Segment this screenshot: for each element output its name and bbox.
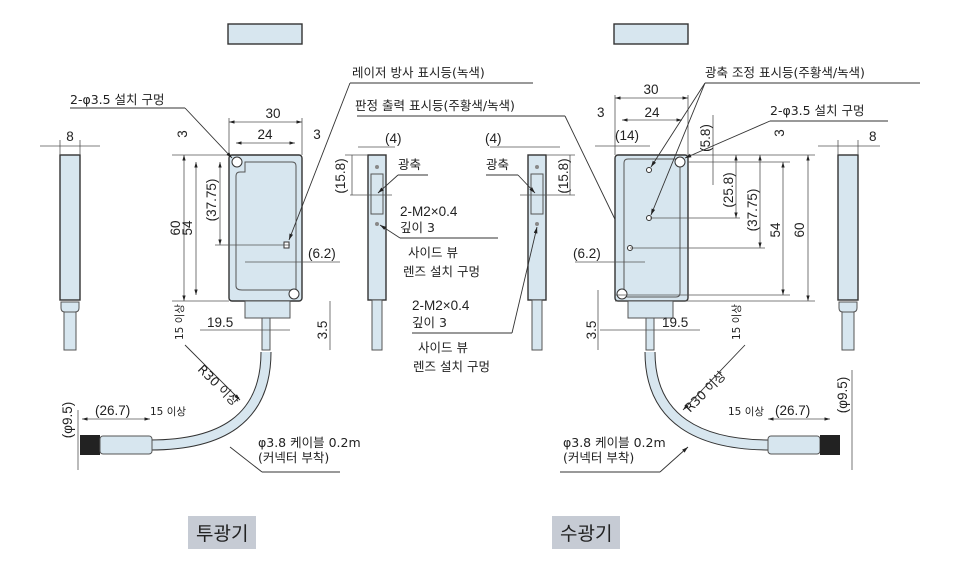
emitter-cable-straight: 15 이상 xyxy=(174,304,186,340)
emitter-axis-height: (37.75) xyxy=(204,179,219,222)
receiver-indicator-top: (5.8) xyxy=(698,124,713,152)
receiver-width-inner: 24 xyxy=(644,105,660,120)
receiver-front-view: 30 24 3 (14) (5.8) (25.8) (37.75) 54 60 … xyxy=(573,82,815,351)
laser-indicator-label: 레이저 방사 표시등(녹색) xyxy=(352,65,485,80)
emitter-callouts: 2-φ3.5 설치 구멍 레이저 방사 표시등(녹색) 판정 출력 표시등(주황… xyxy=(70,65,565,241)
emitter-connector-straight: 15 이상 xyxy=(150,406,186,418)
receiver-side-axis-offset: (4) xyxy=(485,131,502,146)
receiver-width-total: 30 xyxy=(643,82,658,97)
emitter-side-axis-height: (15.8) xyxy=(333,158,348,193)
emitter-connector-diameter: (φ9.5) xyxy=(60,402,75,439)
receiver-indicator-x: (14) xyxy=(615,128,639,143)
receiver-cable-offset: 19.5 xyxy=(662,315,688,330)
emitter-margin-top: 3 xyxy=(175,130,190,138)
emitter-top-view xyxy=(227,23,303,45)
emitter-thickness-dim: 8 xyxy=(66,129,74,144)
output-indicator-label: 판정 출력 표시등(주황색/녹색) xyxy=(355,98,515,113)
emitter-screw-depth: 깊이 3 xyxy=(400,220,435,235)
receiver-screw-spec: 2-M2×0.4 xyxy=(412,298,470,313)
emitter-cable-step: 3.5 xyxy=(315,321,330,340)
receiver-thickness-dim: 8 xyxy=(869,129,877,144)
receiver-margin-left: 3 xyxy=(597,105,605,120)
receiver-axis-height: (37.75) xyxy=(745,189,760,232)
emitter-width-total: 30 xyxy=(265,106,280,121)
emitter-cable-offset: 19.5 xyxy=(207,315,233,330)
emitter-bend-radius: R30 이상 xyxy=(195,362,242,409)
receiver-side-axis-height: (15.8) xyxy=(556,158,571,193)
receiver-top-view xyxy=(613,23,689,45)
receiver-mount-hole-label: 2-φ3.5 설치 구멍 xyxy=(770,103,865,118)
receiver-cable-connector-note: (커넥터 부착) xyxy=(563,450,634,465)
emitter-side-axis-offset: (4) xyxy=(385,131,402,146)
emitter-side-note-line1: 사이드 뷰 xyxy=(408,245,458,260)
receiver-height-total: 60 xyxy=(792,222,807,237)
emitter-optical-axis: 광축 xyxy=(398,157,421,172)
emitter-mount-hole-label: 2-φ3.5 설치 구멍 xyxy=(70,92,165,107)
emitter-screw-spec: 2-M2×0.4 xyxy=(400,204,458,219)
receiver-side-note-line2: 렌즈 설치 구멍 xyxy=(413,359,490,374)
receiver-screw-depth: 깊이 3 xyxy=(412,315,447,330)
receiver-bend-radius: R30 이상 xyxy=(682,368,729,415)
emitter-title: 투광기 xyxy=(188,516,257,549)
emitter-connector-length: (26.7) xyxy=(95,403,130,418)
receiver-cable-straight: 15 이상 xyxy=(731,304,743,340)
emitter-side-thickness-view: 8 xyxy=(40,129,100,351)
emitter-height-inner: 54 xyxy=(180,220,195,236)
receiver-axis-indicator-label: 광축 조정 표시등(주황색/녹색) xyxy=(705,65,865,80)
receiver-connector-straight: 15 이상 xyxy=(728,406,764,418)
receiver-connector-diameter: (φ9.5) xyxy=(835,377,850,414)
receiver-height-inner: 54 xyxy=(768,222,783,238)
emitter-cable-label: φ3.8 케이블 0.2m xyxy=(258,435,361,450)
emitter-width-inner: 24 xyxy=(257,127,273,142)
receiver-axis-offset: (6.2) xyxy=(573,246,601,261)
receiver-optical-axis: 광축 xyxy=(486,157,509,172)
receiver-connector-length: (26.7) xyxy=(775,403,810,418)
receiver-indicator-bottom: (25.8) xyxy=(721,172,736,207)
receiver-callouts: 광축 조정 표시등(주황색/녹색) 2-φ3.5 설치 구멍 xyxy=(650,65,920,216)
receiver-title: 수광기 xyxy=(552,516,621,549)
receiver-side-note-line1: 사이드 뷰 xyxy=(418,340,468,355)
receiver-cable-label: φ3.8 케이블 0.2m xyxy=(563,435,666,450)
emitter-side-view: (4) (15.8) 광축 2-M2×0.4 깊이 3 사이드 뷰 렌즈 설치 … xyxy=(333,131,498,351)
emitter-side-note-line2: 렌즈 설치 구멍 xyxy=(403,264,480,279)
emitter-height-total: 60 xyxy=(168,220,183,235)
receiver-side-thickness-view: 8 xyxy=(818,129,880,351)
emitter-front-view: 30 24 3 3 60 54 (37.75) (6.2) 19.5 3.5 xyxy=(168,106,340,351)
receiver-cable: R30 이상 15 이상 15 이상 (26.7) (φ9.5) φ3.8 케이… xyxy=(560,304,853,473)
receiver-cable-step: 3.5 xyxy=(584,321,599,340)
receiver-side-view: (4) (15.8) 광축 2-M2×0.4 깊이 3 사이드 뷰 렌즈 설치 … xyxy=(412,115,626,374)
emitter-axis-offset: (6.2) xyxy=(308,246,336,261)
receiver-margin-top: 3 xyxy=(772,129,787,137)
emitter-cable-connector-note: (커넥터 부착) xyxy=(258,450,329,465)
emitter-margin-right: 3 xyxy=(313,127,321,142)
